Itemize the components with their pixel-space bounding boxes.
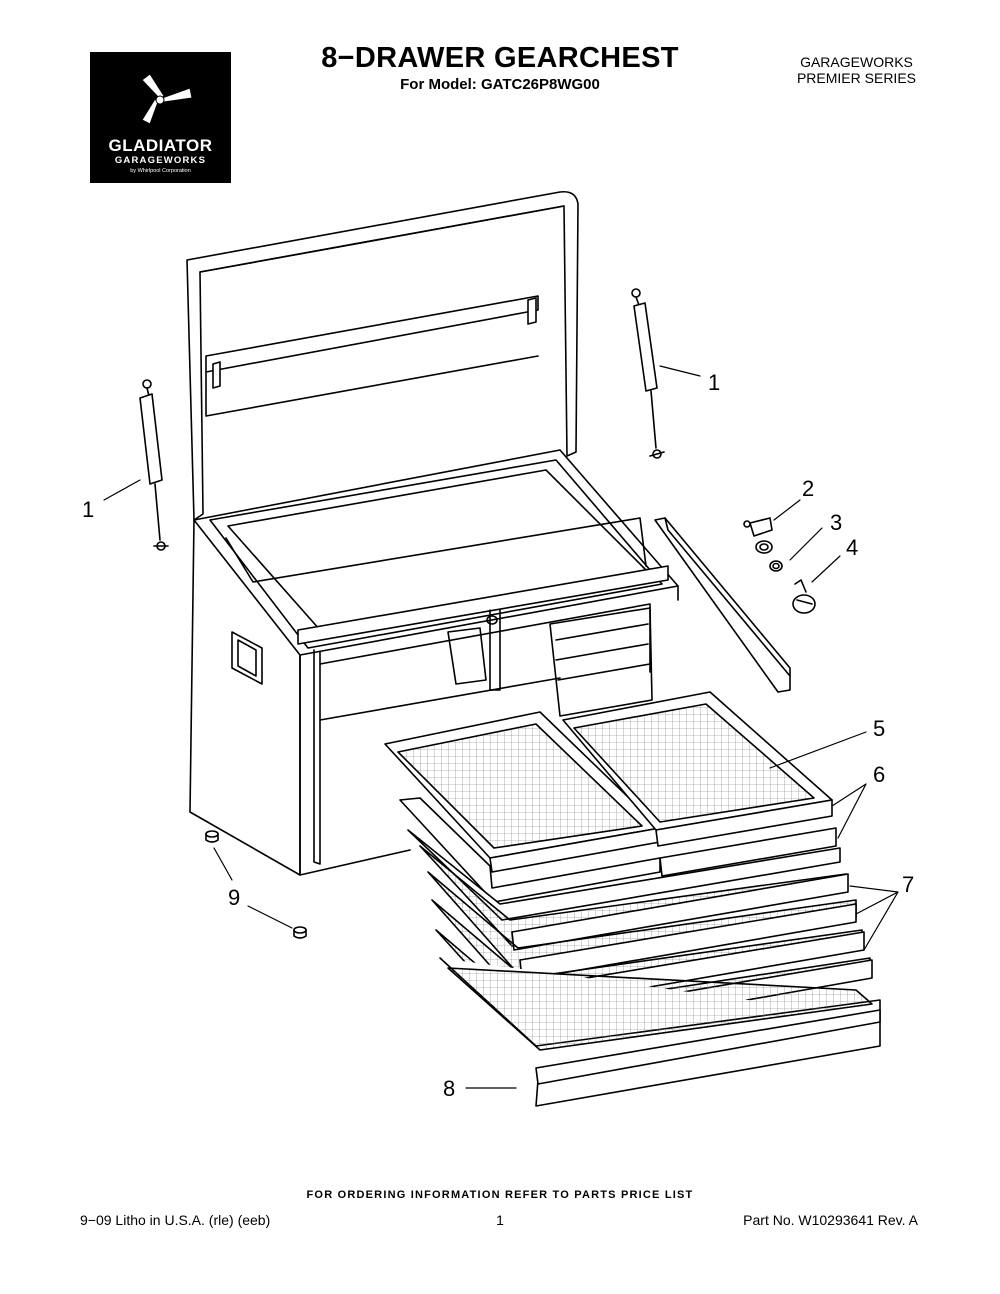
part-number: Part No. W10293641 Rev. A: [743, 1212, 918, 1228]
leader-1-left: [103, 479, 141, 501]
lock-parts: [743, 517, 816, 614]
gladiator-logo: GLADIATOR GARAGEWORKS by Whirlpool Corpo…: [90, 52, 231, 183]
callout-7: 7: [902, 872, 915, 897]
leader-3: [789, 527, 823, 561]
callout-3: 3: [830, 510, 843, 535]
logo-by-text: by Whirlpool Corporation: [130, 168, 191, 174]
gas-spring-right: [631, 288, 665, 459]
callout-1-left: 1: [82, 497, 95, 522]
leader-1-right: [659, 365, 701, 377]
leader-7: [849, 885, 899, 951]
litho-line: 9−09 Litho in U.S.A. (rle) (eeb): [80, 1212, 271, 1228]
page-title: 8−DRAWER GEARCHEST: [321, 42, 679, 74]
callout-5: 5: [873, 716, 886, 741]
leader-4: [811, 555, 841, 583]
logo-sub-text: GARAGEWORKS: [114, 155, 207, 166]
ordering-note: FOR ORDERING INFORMATION REFER TO PARTS …: [306, 1189, 694, 1201]
leader-lines: [103, 365, 899, 1089]
page-number: 1: [496, 1212, 504, 1228]
callout-4: 4: [846, 535, 859, 560]
callout-1-right: 1: [708, 370, 721, 395]
series-label: GARAGEWORKS PREMIER SERIES: [797, 54, 916, 86]
logo-brand-text: GLADIATOR: [108, 136, 213, 155]
feet: [205, 830, 307, 939]
callout-6: 6: [873, 762, 886, 787]
lid-assembly: [186, 190, 579, 521]
callout-2: 2: [802, 476, 815, 501]
callout-9: 9: [228, 885, 241, 910]
series-line-1: GARAGEWORKS: [800, 54, 913, 70]
side-rail: [654, 517, 791, 693]
leader-2: [773, 499, 801, 521]
callout-8: 8: [443, 1076, 456, 1101]
propeller-logo-icon: [141, 73, 193, 125]
drawer-trays: [384, 691, 881, 1107]
model-line: For Model: GATC26P8WG00: [400, 76, 600, 93]
leader-9: [213, 847, 293, 929]
leader-5: [769, 731, 867, 769]
series-line-2: PREMIER SERIES: [796, 70, 916, 86]
chest-body: [189, 449, 679, 876]
leader-6: [831, 783, 867, 839]
gas-spring-left: [139, 379, 169, 551]
